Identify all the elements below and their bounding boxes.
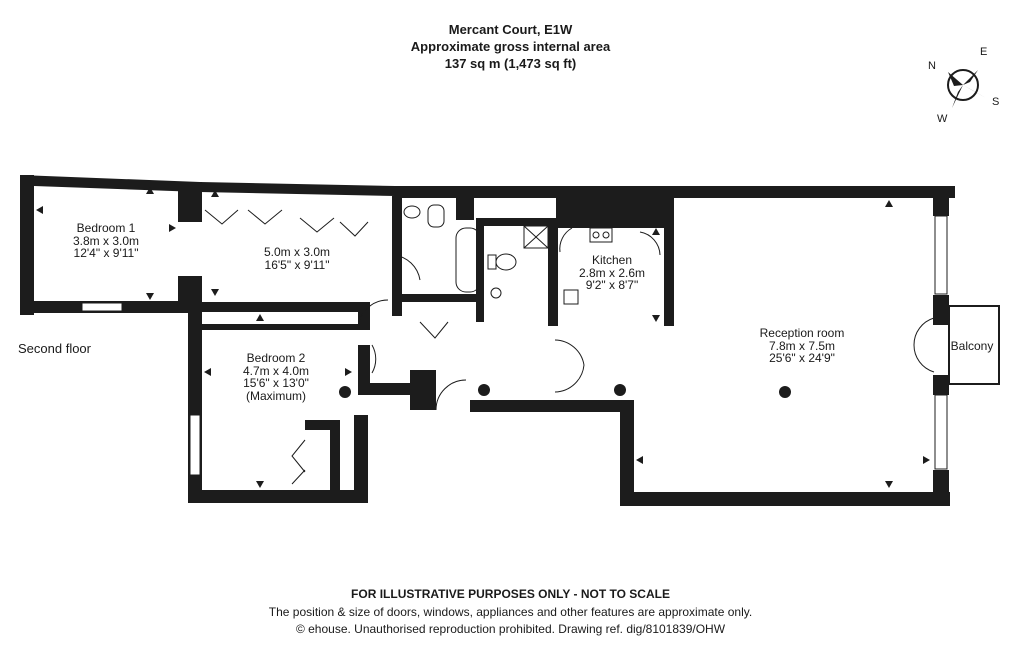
wall-top-bed2 bbox=[200, 302, 358, 312]
room-metric: 5.0m x 3.0m bbox=[263, 245, 331, 259]
wall-left-bed1 bbox=[20, 175, 34, 315]
door-double bbox=[554, 339, 585, 393]
corridor-wall-b bbox=[358, 345, 370, 395]
room-unnamed: 5.0m x 3.0m 16'5" x 9'11" bbox=[264, 246, 330, 271]
window-bed2 bbox=[189, 414, 201, 476]
corridor-wall-a bbox=[358, 302, 370, 330]
room-imperial: 15'6" x 13'0" bbox=[243, 376, 309, 390]
compass-w-label: W bbox=[937, 113, 948, 125]
room-note: (Maximum) bbox=[246, 388, 306, 403]
rec-wall-right-a bbox=[933, 196, 949, 216]
shower-tray bbox=[523, 225, 549, 249]
window-rec-b bbox=[934, 394, 948, 470]
rec-wall-right-c bbox=[933, 375, 949, 395]
footer-note: The position & size of doors, windows, a… bbox=[268, 605, 753, 619]
room-metric: 3.8m x 3.0m bbox=[72, 233, 140, 248]
corridor-wall-e bbox=[422, 370, 436, 410]
corridor-wall-bottom bbox=[470, 400, 630, 412]
door-kitchen-b bbox=[639, 231, 661, 256]
door-corridor bbox=[371, 344, 377, 374]
room-bedroom1: Bedroom 1 3.8m x 3.0m 12'4" x 9'11" bbox=[73, 222, 139, 260]
basin-bath bbox=[403, 205, 421, 219]
windows bbox=[81, 215, 948, 476]
wardrobe-top bbox=[305, 420, 335, 430]
measure-arrows bbox=[36, 187, 930, 488]
room-name: Kitchen bbox=[591, 253, 633, 267]
room-name: Reception room bbox=[759, 326, 845, 340]
bathtub bbox=[455, 227, 481, 293]
toilet-ensuite bbox=[495, 253, 517, 271]
wardrobe-bed1 bbox=[204, 209, 369, 237]
property-title: Mercant Court, E1W bbox=[448, 22, 573, 37]
room-balcony: Balcony bbox=[951, 340, 994, 353]
sink bbox=[563, 289, 579, 305]
rec-wall-bottom bbox=[620, 492, 950, 506]
door-balcony bbox=[913, 317, 935, 373]
rec-wall-left bbox=[620, 400, 634, 506]
room-metric: 4.7m x 4.0m bbox=[242, 363, 310, 378]
room-kitchen: Kitchen 2.8m x 2.6m 9'2" x 8'7" bbox=[579, 254, 645, 292]
room-imperial: 16'5" x 9'11" bbox=[264, 257, 330, 272]
room-imperial: 25'6" x 24'9" bbox=[769, 351, 835, 365]
door-entrance bbox=[435, 379, 467, 411]
compass-icon bbox=[947, 69, 986, 108]
wall-top-right bbox=[395, 186, 955, 198]
window-rec-a bbox=[934, 215, 948, 295]
kitchen-right bbox=[664, 198, 674, 326]
room-reception: Reception room 7.8m x 7.5m 25'6" x 24'9" bbox=[760, 327, 845, 365]
compass-s-label: S bbox=[992, 96, 1000, 108]
window-bed1 bbox=[81, 302, 123, 312]
room-metric: 2.8m x 2.6m bbox=[578, 265, 646, 280]
cupboard-doors bbox=[419, 321, 449, 339]
balcony-outline bbox=[948, 305, 1000, 385]
bath-column bbox=[456, 198, 474, 220]
basin-ensuite bbox=[490, 287, 502, 299]
room-metric: 7.8m x 7.5m bbox=[768, 338, 836, 353]
wall-right-bed2 bbox=[354, 415, 368, 503]
ensuite-wall-top bbox=[476, 218, 556, 226]
wall-top-bed2-inner bbox=[200, 324, 358, 330]
rec-wall-right-b bbox=[933, 295, 949, 325]
corridor-wall-c bbox=[358, 383, 418, 395]
structural-columns bbox=[339, 384, 791, 398]
door-bath bbox=[393, 254, 421, 281]
room-bedroom2: Bedroom 2 4.7m x 4.0m 15'6" x 13'0" (Max… bbox=[243, 352, 309, 402]
room-name: Bedroom 1 bbox=[76, 221, 136, 235]
area-label: Approximate gross internal area bbox=[410, 39, 611, 54]
wall-bottom-bed2 bbox=[188, 490, 368, 503]
wardrobe-bed2 bbox=[291, 439, 306, 485]
room-name: Bedroom 2 bbox=[246, 351, 306, 365]
door-bed2 bbox=[357, 299, 389, 331]
ensuite-wall-right bbox=[548, 226, 558, 326]
floor-label: Second floor bbox=[18, 341, 91, 356]
column-bed1 bbox=[178, 182, 202, 222]
toilet-bath bbox=[427, 204, 445, 228]
doors bbox=[204, 209, 935, 485]
corridor-wall-d bbox=[410, 370, 422, 410]
fixtures bbox=[403, 204, 613, 305]
wall-top-left bbox=[20, 175, 395, 196]
wardrobe-side bbox=[330, 420, 340, 495]
compass-n-label: N bbox=[928, 60, 936, 72]
area-value: 137 sq m (1,473 sq ft) bbox=[444, 56, 577, 71]
door-kitchen bbox=[559, 227, 573, 253]
room-imperial: 12'4" x 9'11" bbox=[73, 246, 139, 260]
bath-wall-bottom bbox=[392, 294, 484, 302]
compass-e-label: E bbox=[980, 46, 988, 58]
room-name: Balcony bbox=[950, 339, 994, 353]
room-imperial: 9'2" x 8'7" bbox=[585, 278, 639, 292]
hob bbox=[589, 227, 613, 243]
disclaimer: FOR ILLUSTRATIVE PURPOSES ONLY - NOT TO … bbox=[351, 587, 670, 601]
copyright: © ehouse. Unauthorised reproduction proh… bbox=[295, 622, 726, 636]
kitchen-top bbox=[556, 198, 672, 228]
